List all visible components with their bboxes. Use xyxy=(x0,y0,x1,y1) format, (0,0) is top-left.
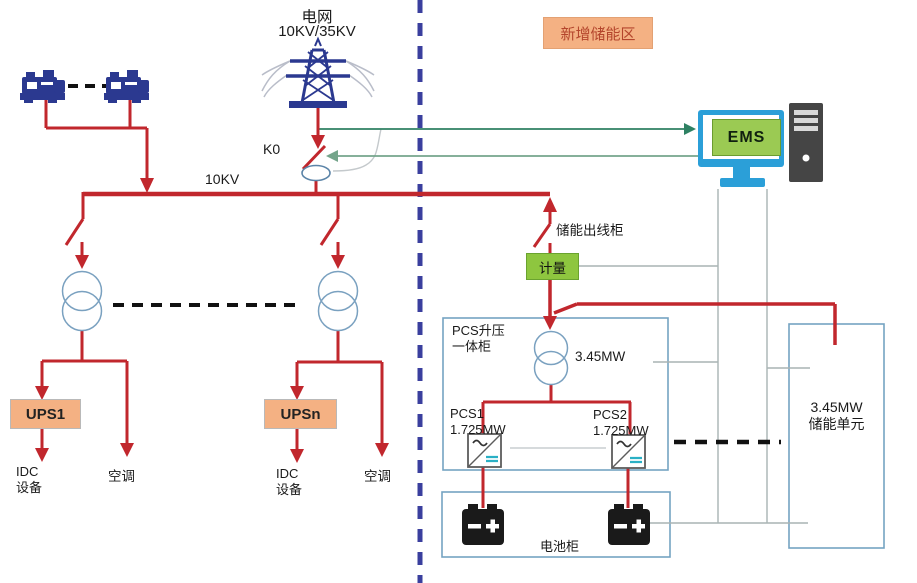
pcs1-rating: 1.725MW xyxy=(450,421,506,437)
metering-box: 计量 xyxy=(526,253,579,280)
pcs2-label: PCS2 1.725MW xyxy=(593,407,649,438)
battery-icon-1 xyxy=(462,504,504,545)
bus-voltage-label: 10KV xyxy=(205,171,240,187)
battery-cabinet-label: 电池柜 xyxy=(540,539,580,554)
battery-icon-2 xyxy=(608,504,650,545)
ems-comm-lines xyxy=(332,128,810,524)
comm-arrow-to-ems xyxy=(319,123,696,135)
upsn-box: UPSn xyxy=(264,399,337,429)
power-flow-arrowheads xyxy=(35,135,557,463)
power-grid-tower-icon xyxy=(261,36,375,108)
grid-title: 电网 xyxy=(301,9,333,26)
ems-label: EMS xyxy=(727,128,766,146)
feeder-1-transformer-icon xyxy=(61,270,103,332)
storage-unit-name: 储能单元 xyxy=(808,416,865,432)
metering-label: 计量 xyxy=(539,260,566,276)
idc-load-1: IDC 设备 xyxy=(16,464,42,495)
pcs2-name: PCS2 xyxy=(593,407,627,422)
storage-unit-box xyxy=(788,323,885,549)
pcs1-label: PCS1 1.725MW xyxy=(450,406,506,437)
hvac-load-2: 空调 xyxy=(364,469,391,484)
generator-icon-1 xyxy=(20,70,65,103)
ups1-label: UPS1 xyxy=(25,405,66,423)
pcs2-inverter-icon xyxy=(611,434,646,469)
pcs2-rating: 1.725MW xyxy=(593,422,649,438)
k0-ct-ellipse xyxy=(301,164,331,182)
pcs-cabinet-label: PCS升压 一体柜 xyxy=(452,323,505,354)
idc-load-2: IDC 设备 xyxy=(276,466,302,497)
storage-outlet-cabinet-label: 储能出线柜 xyxy=(556,223,624,238)
generator-icon-2 xyxy=(104,70,149,103)
breaker-k0-label: K0 xyxy=(263,141,281,157)
grid-voltage-label: 10KV/35KV xyxy=(278,23,356,40)
storage-zone-label: 新增储能区 xyxy=(560,25,636,43)
pcs-cabinet-label-line1: PCS升压 xyxy=(452,323,505,338)
storage-unit-label: 3.45MW 储能单元 xyxy=(789,399,884,433)
hvac-load-1: 空调 xyxy=(108,469,135,484)
ems-screen: EMS xyxy=(712,119,781,156)
ems-tower-pc-icon xyxy=(789,103,823,182)
storage-unit-rating: 3.45MW xyxy=(810,399,863,415)
idc-load-1-line2: 设备 xyxy=(16,479,43,495)
feeder-2-transformer-icon xyxy=(317,270,359,332)
idc-load-1-line1: IDC xyxy=(16,464,39,479)
pcs1-name: PCS1 xyxy=(450,406,484,421)
pcs1-inverter-icon xyxy=(467,433,502,468)
storage-transformer-rating: 3.45MW xyxy=(575,349,626,364)
storage-transformer-icon xyxy=(533,330,569,386)
upsn-label: UPSn xyxy=(280,405,321,423)
idc-load-2-line2: 设备 xyxy=(276,481,303,497)
pcs-cabinet-label-line2: 一体柜 xyxy=(452,338,492,354)
idc-load-2-line1: IDC xyxy=(276,466,299,481)
ups1-box: UPS1 xyxy=(10,399,81,429)
comm-arrow-from-ems xyxy=(326,150,698,162)
storage-zone-banner: 新增储能区 xyxy=(543,17,653,49)
